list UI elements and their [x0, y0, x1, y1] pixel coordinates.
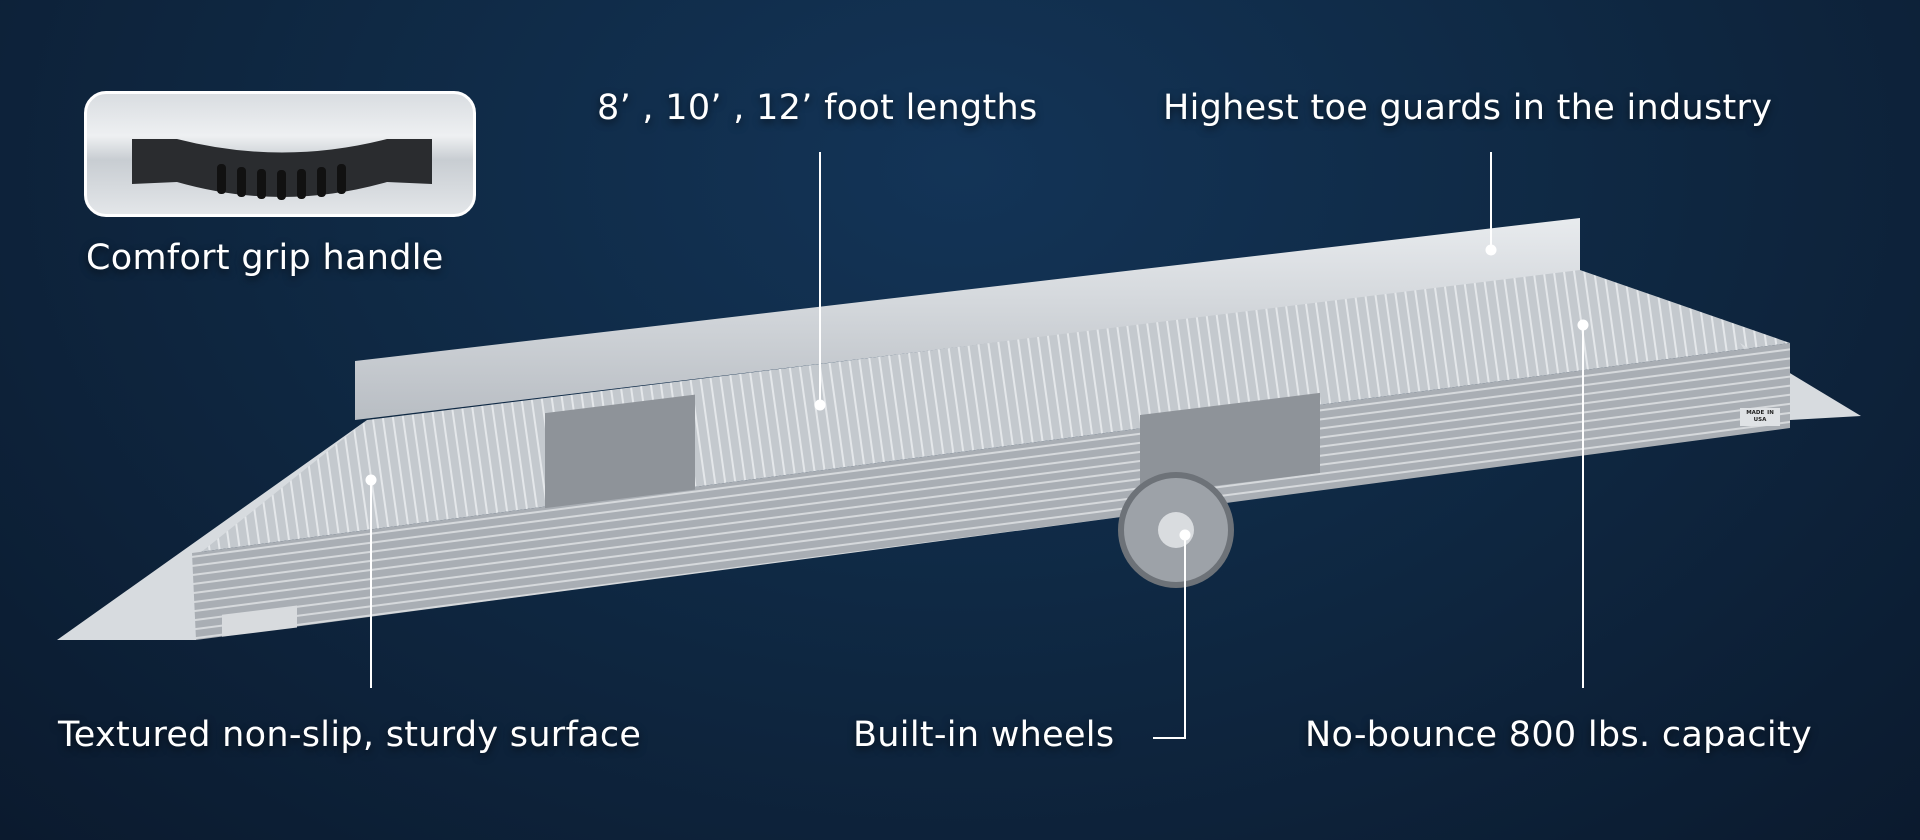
leader-line-toe-guards	[1490, 152, 1492, 250]
left-transition-plate	[57, 420, 367, 640]
grip-handle-icon	[132, 139, 432, 197]
usa-badge	[1740, 408, 1780, 426]
leader-line-lengths	[819, 152, 821, 405]
callout-toe-guards: Highest toe guards in the industry	[1163, 88, 1773, 128]
leader-dot-wheels	[1179, 529, 1191, 541]
callout-capacity: No-bounce 800 lbs. capacity	[1305, 715, 1812, 755]
leader-line-wheels-horizontal	[1153, 737, 1186, 739]
callout-surface: Textured non-slip, sturdy surface	[58, 715, 642, 755]
hinge-bracket-left	[545, 394, 695, 509]
leader-dot-capacity	[1577, 319, 1589, 331]
leader-line-capacity	[1582, 325, 1584, 688]
hinge-bracket-right	[1140, 392, 1320, 496]
front-side-wall	[192, 343, 1790, 640]
leader-dot-toe-guards	[1485, 244, 1497, 256]
leader-line-surface	[370, 480, 372, 688]
callout-lengths: 8’ , 10’ , 12’ foot lengths	[597, 88, 1038, 128]
usa-badge-text: MADE IN USA	[1746, 410, 1774, 423]
back-toe-guard	[355, 218, 1580, 420]
leader-dot-lengths	[814, 399, 826, 411]
leader-dot-surface	[365, 474, 377, 486]
callout-wheels: Built-in wheels	[853, 715, 1115, 755]
callout-handle: Comfort grip handle	[86, 238, 444, 278]
handle-inset-photo	[84, 91, 476, 217]
leader-line-wheels	[1184, 535, 1186, 738]
brand-logo-plate	[222, 605, 297, 637]
